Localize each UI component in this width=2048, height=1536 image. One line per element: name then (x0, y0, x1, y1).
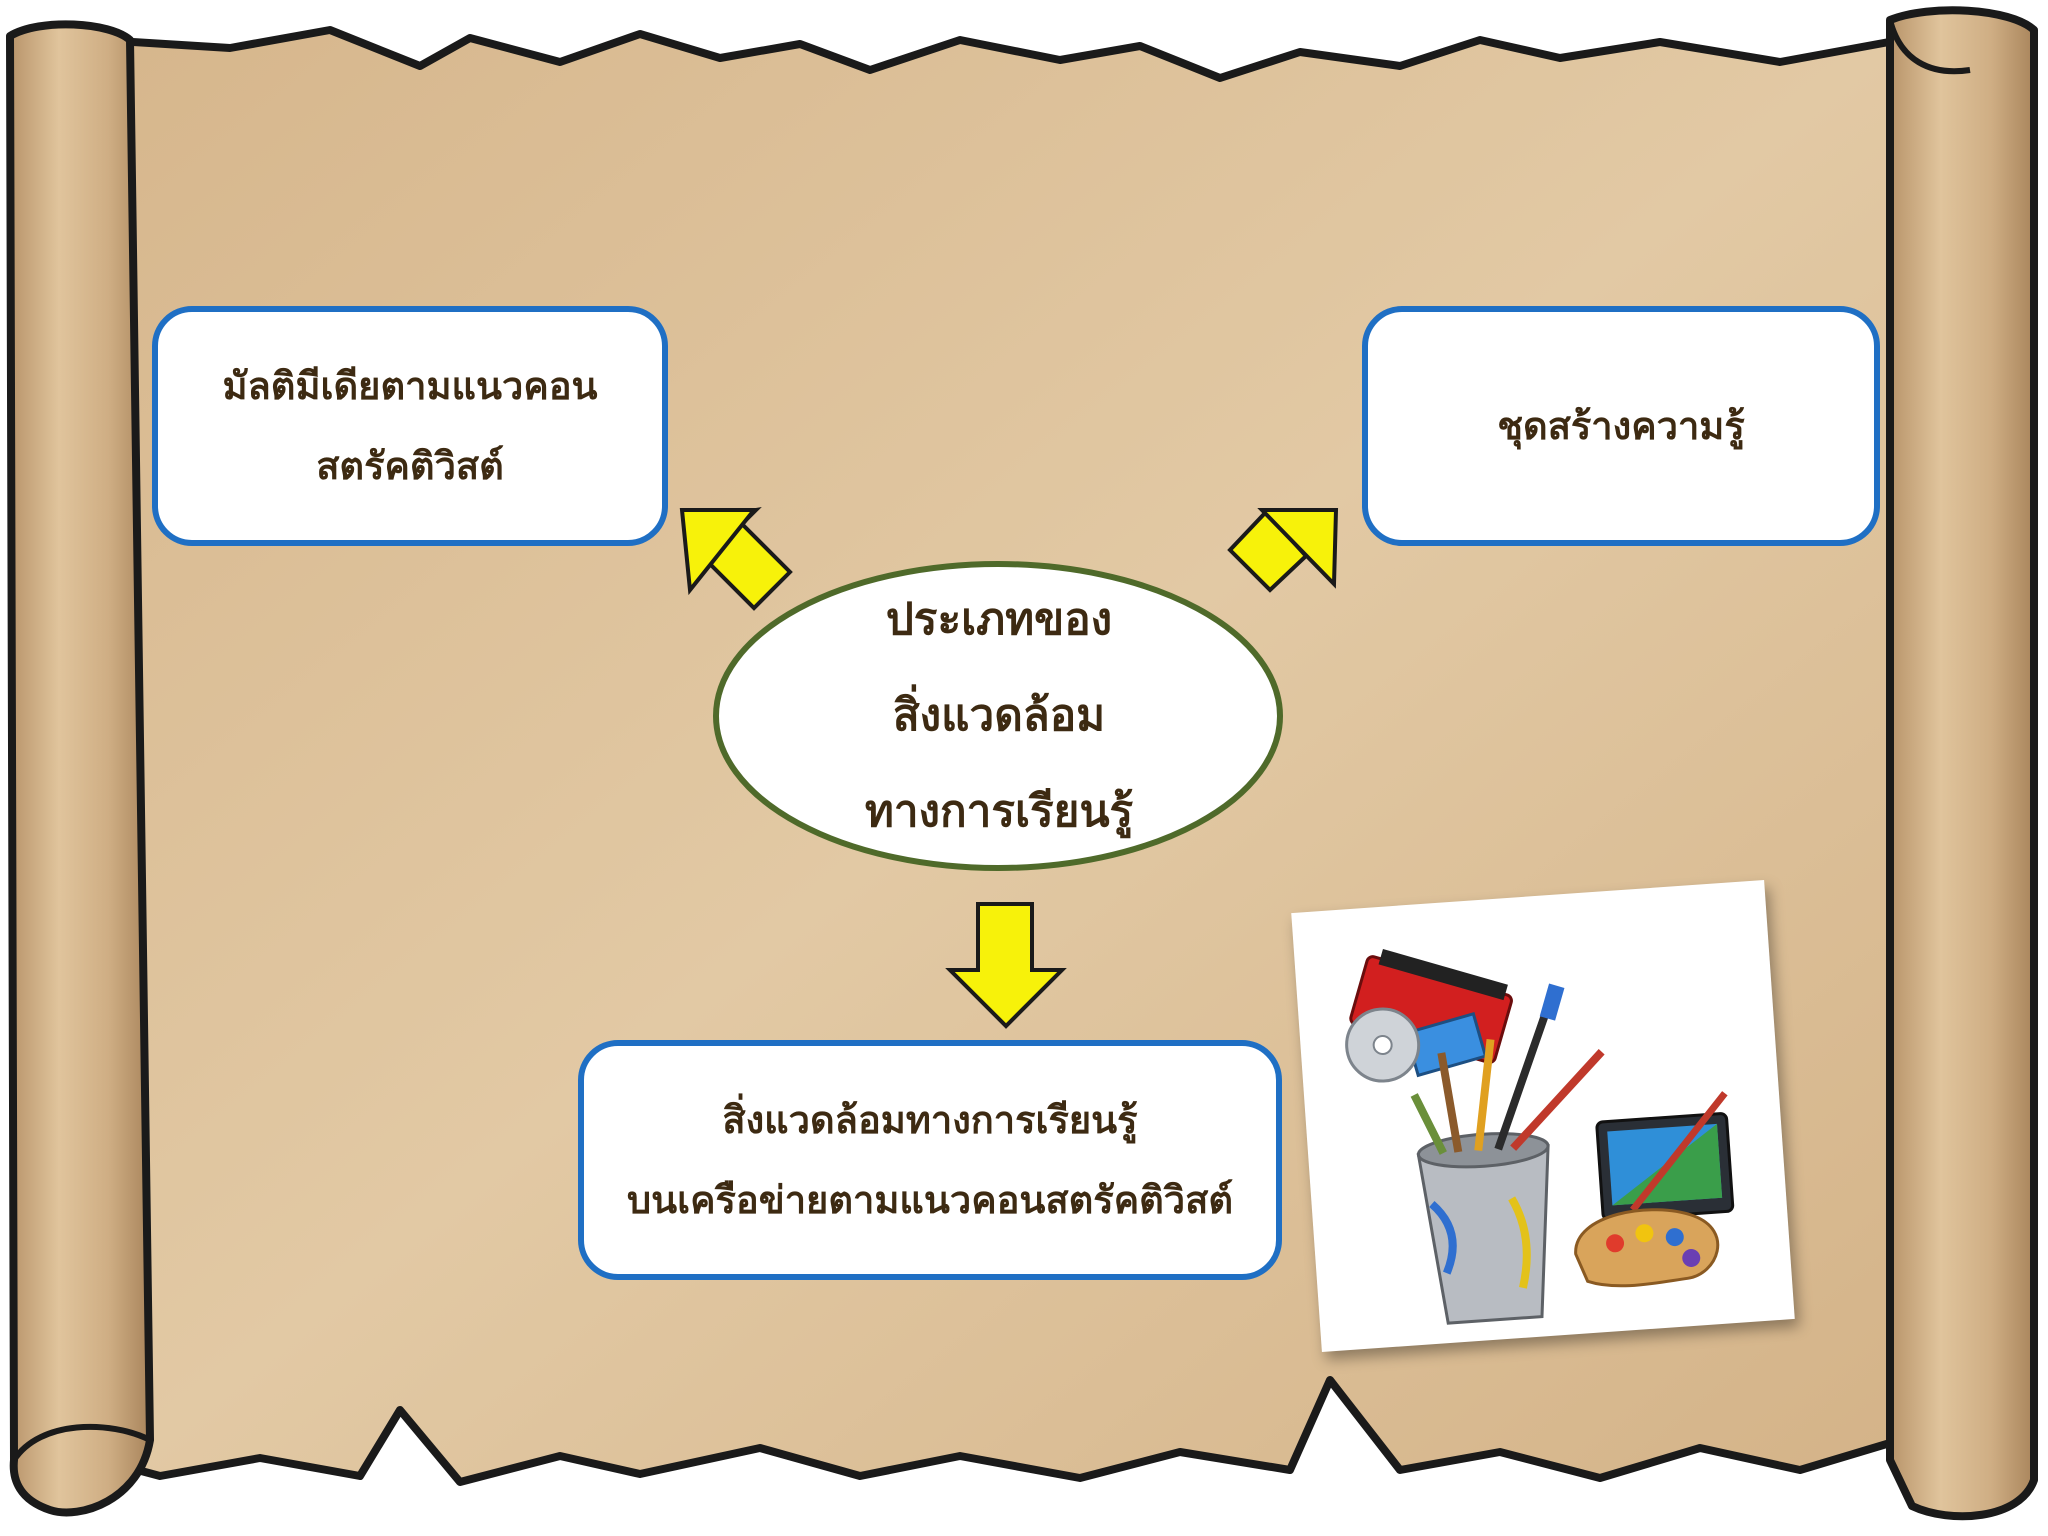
right-scroll-roll (1886, 6, 2038, 1521)
cd-icon (1345, 1007, 1421, 1083)
paint-palette-icon (1574, 1208, 1720, 1288)
knowledge-construction-kit-box: ชุดสร้างความรู้ (1362, 306, 1880, 546)
box-bottom-line-1: สิ่งแวดล้อมทางการเรียนรู้ (722, 1098, 1138, 1142)
left-roll-curl (11, 1423, 152, 1462)
center-line-3: ทางการเรียนรู้ (864, 786, 1134, 837)
box-right-line-1: ชุดสร้างความรู้ (1497, 404, 1745, 448)
multimedia-constructivist-box: มัลติมีเดียตามแนวคอน สตรัคติวิสต์ (152, 306, 668, 546)
box-left-line-2: สตรัคติวิสต์ (316, 444, 504, 488)
box-bottom-line-2: บนเครือข่ายตามแนวคอนสตรัคติวิสต์ (627, 1178, 1233, 1222)
center-title: ประเภทของ สิ่งแวดล้อม ทางการเรียนรู้ (716, 564, 1282, 868)
center-line-1: ประเภทของ (885, 594, 1113, 645)
arrow-down (945, 902, 1067, 1029)
box-left-line-1: มัลติมีเดียตามแนวคอน (222, 364, 598, 408)
arrow-up-right-head (1257, 508, 1339, 589)
network-learning-environment-box: สิ่งแวดล้อมทางการเรียนรู้ บนเครือข่ายตาม… (578, 1040, 1282, 1280)
multimedia-art-illustration (1345, 948, 1735, 1325)
center-ellipse (713, 561, 1283, 871)
arrow-up-left-head (679, 508, 759, 596)
brushes-icon (1410, 983, 1605, 1155)
right-roll-curl (1887, 19, 1971, 75)
left-scroll-roll (6, 20, 154, 1517)
center-line-2: สิ่งแวดล้อม (892, 690, 1106, 741)
multimedia-art-photo (1291, 880, 1795, 1352)
computer-monitor-icon (1595, 1091, 1735, 1235)
paint-bucket-icon (1416, 1132, 1550, 1325)
